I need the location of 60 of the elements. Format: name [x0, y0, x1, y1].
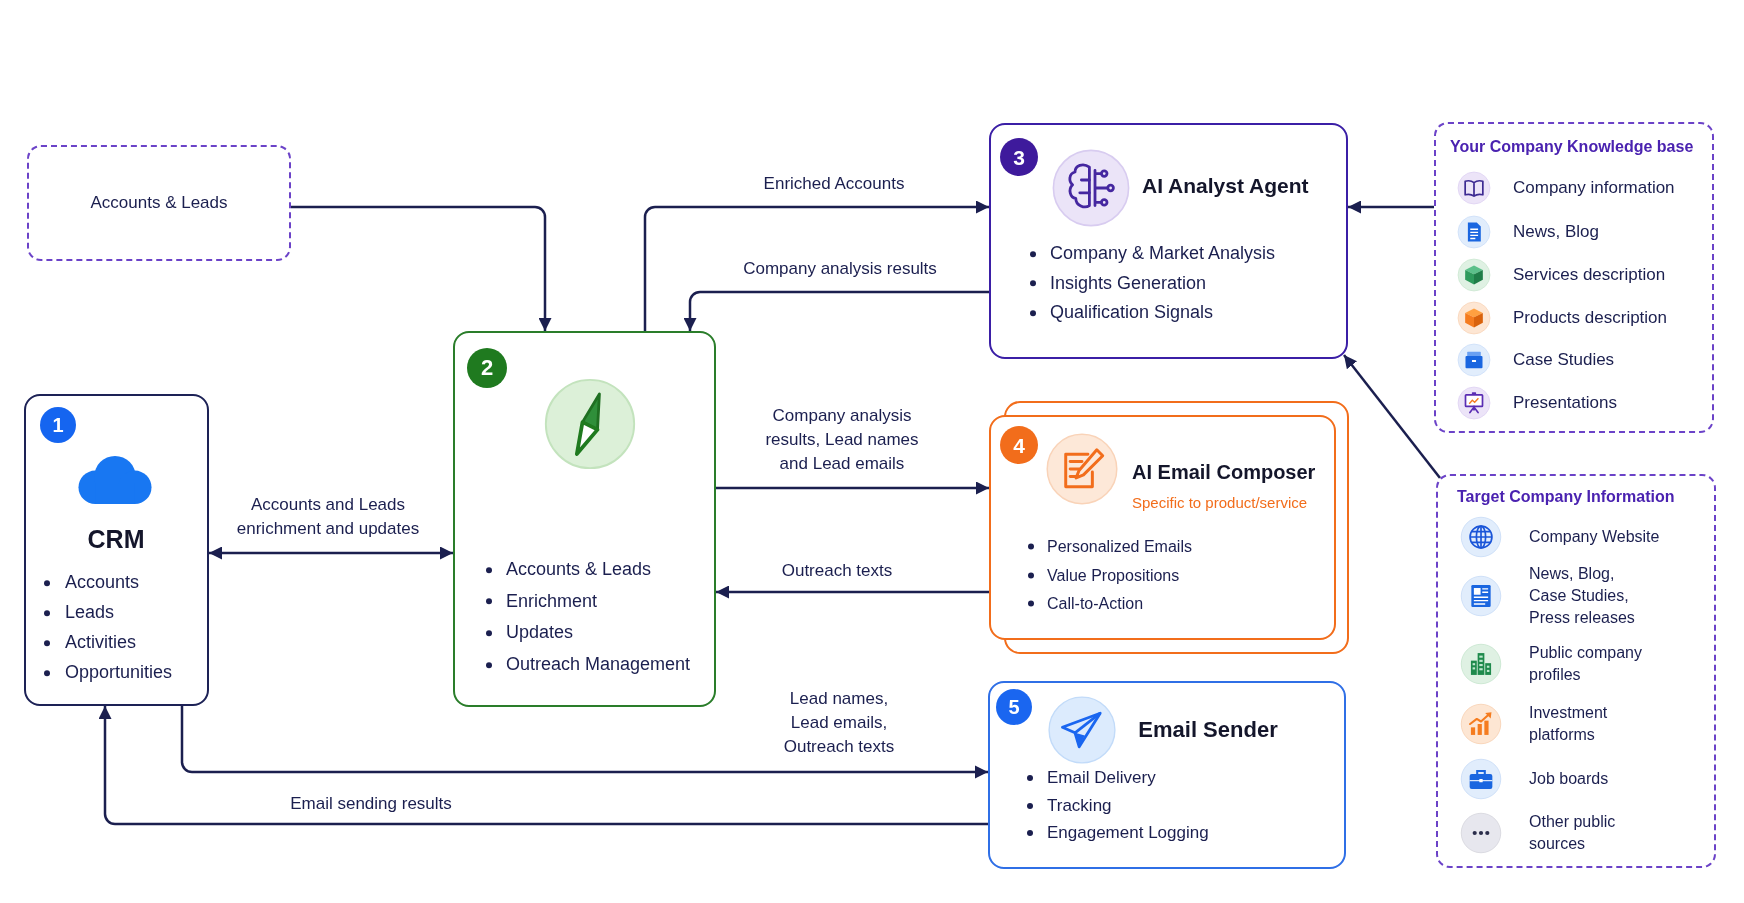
arrow	[643, 200, 989, 331]
list-item: Call-to-Action	[1028, 593, 1144, 615]
list-item: Case Studies	[1513, 349, 1615, 371]
node-title: CRM	[87, 524, 145, 556]
step-number: 5	[996, 689, 1032, 725]
system-card	[988, 681, 1346, 869]
list-item: Services description	[1513, 264, 1666, 286]
list-item: Accounts & Leads	[486, 558, 652, 582]
list-item: Qualification Signals	[1030, 301, 1214, 325]
list-item: Job boards	[1529, 769, 1609, 789]
panel-heading: Target Company Information	[1457, 487, 1675, 507]
list-item: Personalized Emails	[1028, 536, 1192, 558]
list-item: News, Blog	[1513, 221, 1599, 243]
list-item: Other public sources	[1529, 812, 1617, 854]
list-item: Insights Generation	[1030, 271, 1207, 296]
list-item: Activities	[44, 631, 136, 655]
arrow	[716, 585, 989, 599]
list-item: Public company profiles	[1529, 643, 1643, 685]
arrow	[180, 706, 988, 779]
list-item: Enrichment	[486, 590, 598, 614]
system-card	[989, 415, 1336, 640]
arrow	[1348, 200, 1434, 214]
step-number: 1	[40, 407, 76, 443]
node-subtitle: Specific to product/service	[1132, 493, 1308, 513]
arrow	[209, 546, 453, 560]
system-card	[453, 331, 716, 707]
list-item: Value Propositions	[1028, 565, 1180, 586]
panel-heading: Your Company Knowledge base	[1450, 137, 1694, 157]
system-card	[989, 123, 1348, 359]
arrow	[291, 205, 552, 331]
step-number: 2	[467, 348, 507, 388]
list-item: Company information	[1513, 177, 1675, 199]
arrow	[1343, 354, 1441, 479]
system-card	[24, 394, 209, 706]
source-panel	[1434, 122, 1714, 433]
step-number: 3	[1000, 138, 1038, 176]
list-item: Outreach Management	[486, 653, 691, 677]
list-item: Engagement Logging	[1027, 821, 1209, 845]
list-item: Email Delivery	[1027, 766, 1156, 790]
list-item: Accounts	[44, 571, 140, 595]
step-number: 4	[1000, 426, 1038, 464]
list-item: News, Blog, Case Studies, Press releases	[1529, 564, 1636, 628]
list-item: Updates	[486, 621, 574, 646]
node-title: AI Analyst Agent	[1142, 172, 1309, 199]
list-item: Leads	[44, 601, 115, 625]
node-title: AI Email Composer	[1132, 459, 1316, 485]
source-panel	[27, 145, 291, 261]
node-title: Email Sender	[1138, 716, 1278, 744]
list-item: Opportunities	[44, 661, 173, 685]
list-item: Company & Market Analysis	[1030, 242, 1276, 266]
list-item: Investment platforms	[1529, 703, 1609, 745]
list-item: Company Website	[1529, 527, 1660, 547]
list-item: Tracking	[1027, 794, 1112, 817]
arrow	[716, 481, 989, 495]
arrow	[98, 706, 988, 826]
list-item: Products description	[1513, 307, 1668, 329]
source-panel	[1436, 474, 1716, 868]
list-item: Presentations	[1513, 392, 1617, 414]
node-label: Accounts & Leads	[90, 192, 228, 214]
arrow	[683, 290, 989, 331]
